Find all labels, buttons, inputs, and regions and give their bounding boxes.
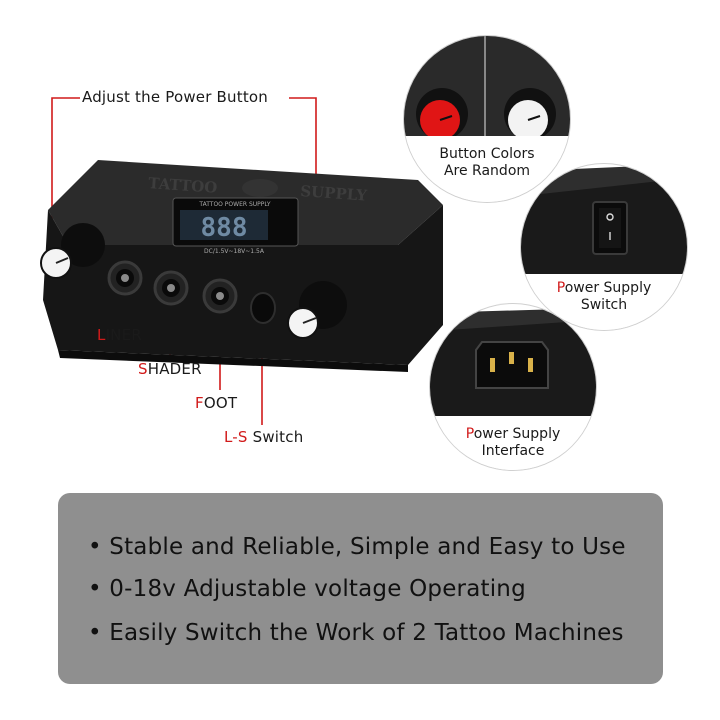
inset-power-interface: Power Supply Interface [430, 304, 596, 470]
feature-item-2: • 0-18v Adjustable voltage Operating [88, 576, 526, 602]
power-switch-caption-2: Switch [580, 297, 628, 313]
liner-label-initial: L [97, 326, 106, 344]
power-switch-caption-initial: P [556, 280, 565, 296]
device-spec-text: DC/1.5V~18V~1.5A [204, 248, 265, 255]
svg-text:SUPPLY: SUPPLY [300, 182, 368, 205]
shader-label: SHADER [138, 360, 202, 378]
adjust-power-label: Adjust the Power Button [82, 88, 269, 106]
inset-button-colors: Button Colors Are Random [404, 36, 570, 202]
inset-power-switch: Power Supply Switch [521, 164, 687, 330]
button-colors-caption-1: Button Colors [439, 146, 535, 162]
ls-switch-label-rest: Switch [247, 428, 304, 446]
shader-label-initial: S [138, 360, 148, 378]
feature-panel [58, 493, 663, 684]
svg-text:TATTOO: TATTOO [148, 174, 218, 197]
device-display: 888 [201, 213, 248, 243]
device-brand-text: TATTOO POWER SUPPLY [198, 201, 271, 208]
button-colors-caption-2: Are Random [443, 163, 531, 179]
power-interface-caption-rest: ower Supply [473, 426, 561, 442]
shader-jack [153, 270, 189, 306]
foot-label-initial: F [195, 394, 204, 412]
feature-item-3: • Easily Switch the Work of 2 Tattoo Mac… [88, 620, 624, 646]
liner-jack [107, 260, 143, 296]
power-interface-caption-1: Power Supply [430, 426, 596, 443]
liner-label: LINER [97, 326, 142, 344]
foot-label-rest: OOT [203, 394, 238, 412]
liner-label-rest: INER [105, 326, 142, 344]
foot-jack [202, 278, 238, 314]
adjust-left-line [51, 97, 80, 250]
power-supply-device: TATTOO SUPPLY 888 TATTOO POWER SUPPLY DC… [40, 160, 443, 372]
power-switch-image [521, 164, 687, 330]
power-switch-caption-1: Power Supply [521, 280, 687, 297]
ls-switch-label-initial: L-S [224, 428, 248, 446]
power-switch-caption-rest: ower Supply [564, 280, 652, 296]
ls-switch-label: L-S Switch [224, 428, 303, 446]
power-interface-caption-2: Interface [481, 443, 545, 459]
foot-label: FOOT [195, 394, 237, 412]
power-interface-caption-initial: P [465, 426, 474, 442]
feature-item-1: • Stable and Reliable, Simple and Easy t… [88, 534, 626, 560]
shader-label-rest: HADER [147, 360, 202, 378]
